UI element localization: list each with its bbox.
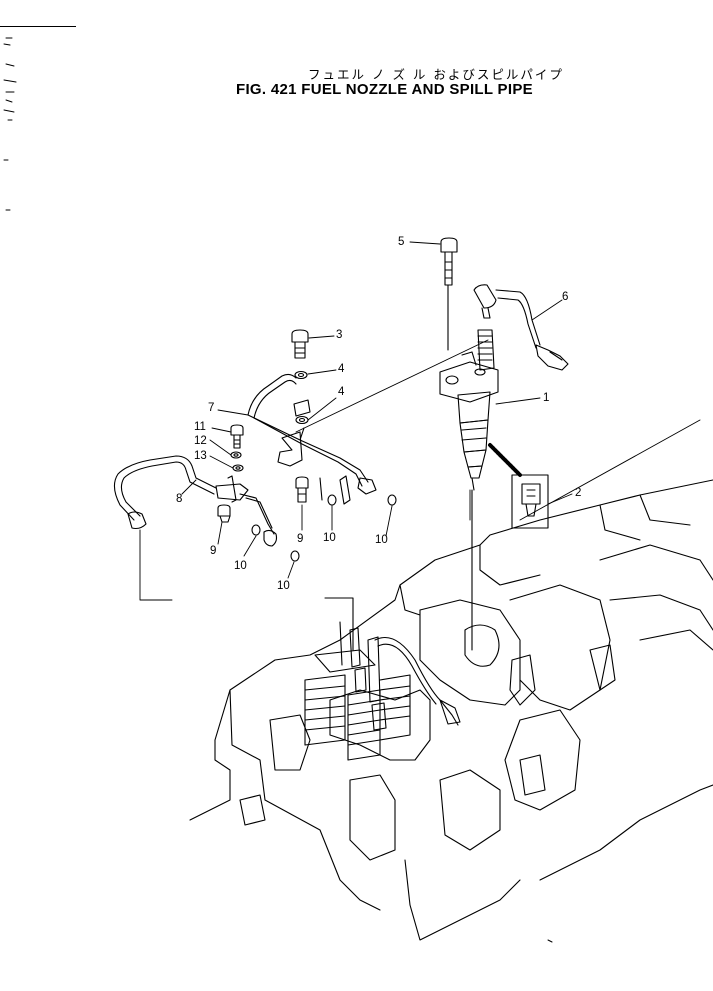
callout-4: 4: [338, 363, 345, 375]
callout-2: 2: [575, 487, 582, 499]
callout-12: 12: [194, 435, 207, 447]
callout-6: 6: [562, 291, 569, 303]
valve-spring-assembly: [304, 597, 461, 761]
callout-7: 7: [208, 402, 215, 414]
eye-bolt-and-washers: [291, 329, 311, 425]
callout-4: 4: [338, 386, 345, 398]
callout-13: 13: [194, 450, 207, 462]
callout-3: 3: [336, 329, 343, 341]
fuel-nozzle: [439, 329, 522, 651]
spill-pipe-left: [113, 455, 278, 547]
spill-pipe-center: [247, 373, 377, 505]
callout-11: 11: [194, 421, 206, 433]
spill-pipe-right: [473, 284, 569, 371]
figure-title-japanese: フュエル ノ ズ ル およびスピルパイプ: [308, 67, 564, 82]
nozzle-tip-detail: [511, 474, 549, 529]
callout-8: 8: [176, 493, 183, 505]
header-rule: [0, 26, 76, 27]
connector-bolt-and-washers: [230, 424, 244, 472]
callout-10: 10: [375, 534, 388, 546]
callout-10: 10: [234, 560, 247, 572]
mounting-bolts-and-gaskets: [217, 476, 397, 562]
callout-1: 1: [543, 392, 550, 404]
figure-title: FIG. 421 FUEL NOZZLE AND SPILL PIPE: [236, 81, 533, 98]
callout-10: 10: [323, 532, 336, 544]
callout-10: 10: [277, 580, 290, 592]
leader-lines: [139, 241, 701, 601]
scan-marks: [3, 37, 553, 943]
nozzle-holder-bolt: [440, 237, 458, 351]
callout-5: 5: [398, 236, 405, 248]
callout-9: 9: [297, 533, 304, 545]
callout-9: 9: [210, 545, 217, 557]
cylinder-head: [189, 479, 713, 941]
